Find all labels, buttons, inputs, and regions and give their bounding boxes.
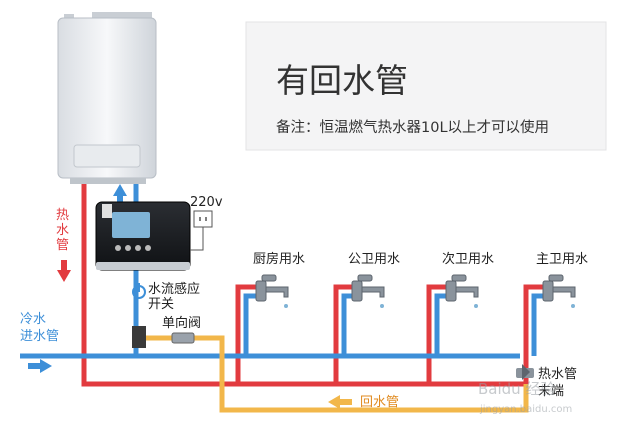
check-valve	[132, 326, 195, 348]
outlet-label-public-bath: 公卫用水	[348, 252, 400, 267]
hot-pipe-end-line-1: 热水管	[538, 367, 577, 382]
watermark-url: jingyan.baidu.com	[479, 404, 572, 415]
flow-arrows	[28, 184, 352, 409]
cold-inlet-line-1: 冷水	[20, 312, 46, 327]
cold-inlet-line-2: 进水管	[20, 329, 59, 344]
faucet-icon	[445, 274, 479, 308]
up-arrow-icon	[113, 184, 127, 206]
hot-pipe-char-2: 水	[56, 223, 69, 238]
outlet-label-second-bath: 次卫用水	[442, 251, 494, 267]
hot-pipe-char-1: 热	[56, 208, 69, 223]
faucet-icon	[542, 274, 576, 308]
watermark: Baidu 经验 jingyan.baidu.com	[478, 380, 572, 415]
hot-pipe-char-3: 管	[56, 238, 69, 253]
down-arrow-icon	[57, 260, 71, 282]
check-valve-label: 单向阀	[162, 315, 201, 331]
left-arrow-icon	[328, 395, 352, 409]
hot-pipe-end-line-2: 末端	[538, 384, 564, 399]
cold-inlet-label: 冷水 进水管	[20, 312, 59, 344]
title-card: 有回水管 备注：恒温燃气热水器10L以上才可以使用	[245, 21, 607, 151]
faucet-icon	[351, 274, 385, 308]
outlet-label-master-bath: 主卫用水	[536, 252, 588, 267]
faucet-icon	[255, 274, 289, 308]
note-text: 备注：恒温燃气热水器10L以上才可以使用	[276, 118, 549, 136]
power-socket: 220v	[190, 195, 223, 251]
voltage-label: 220v	[190, 195, 223, 210]
hot-pipe-end: 热水管 末端	[516, 364, 577, 399]
flow-switch-line-2: 开关	[148, 297, 174, 312]
controller-unit	[95, 201, 191, 271]
hot-pipe-vertical-label: 热 水 管	[56, 208, 69, 253]
flow-switch-line-1: 水流感应	[148, 281, 200, 297]
flow-switch: 水流感应 开关	[132, 281, 200, 312]
valve-icon	[516, 364, 534, 380]
outlets: 厨房用水 公卫用水 次卫用水 主卫用水	[253, 251, 588, 308]
outlet-label-kitchen: 厨房用水	[253, 251, 305, 267]
return-pipe-label: 回水管	[360, 395, 399, 410]
watermark-brand: Baidu 经验	[478, 380, 555, 398]
title-text: 有回水管	[276, 61, 408, 100]
return-water-pipe	[145, 335, 529, 413]
right-arrow-icon	[28, 359, 52, 373]
water-heater	[57, 12, 157, 184]
